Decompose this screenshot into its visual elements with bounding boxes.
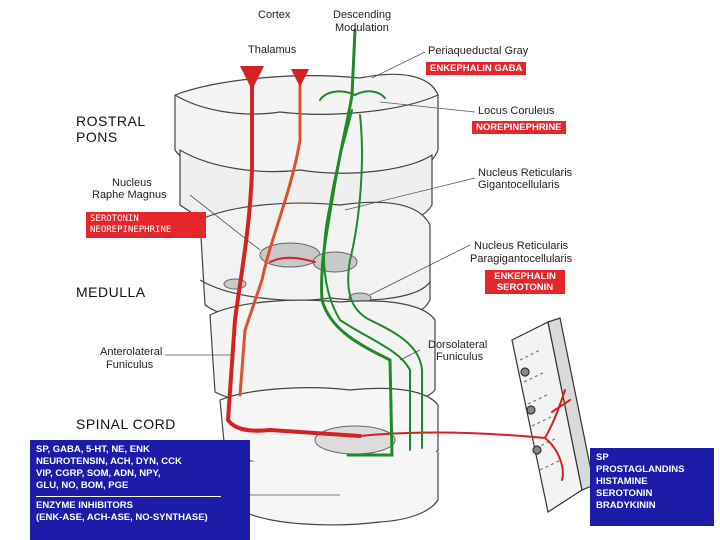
label-rostral: ROSTRAL [76, 113, 146, 129]
tag-nrp-line-1: ENKEPHALIN [494, 271, 556, 282]
label-nucleus-reticularis-g: Nucleus Reticularis [478, 167, 573, 179]
tag-raphe-line-1: SEROTONIN [90, 214, 139, 224]
neurotransmitter-list-box: SP, GABA, 5-HT, NE, ENK NEUROTENSIN, ACH… [30, 440, 250, 540]
nt-divider [36, 496, 221, 497]
pm-line-2: PROSTAGLANDINS [596, 464, 685, 475]
label-descending: Descending [333, 9, 392, 21]
spinal-cord-section [219, 387, 439, 526]
nt-line-3: VIP, CGRP, SOM, ADN, NPY, [36, 468, 161, 479]
dorsal-horn [314, 425, 396, 455]
medulla-gray-spot-left [223, 278, 247, 290]
skin-tissue-block [511, 317, 595, 513]
label-cortex: Cortex [258, 9, 291, 21]
tag-nrp: ENKEPHALIN SEROTONIN [485, 270, 565, 294]
nt-line-2: NEUROTENSIN, ACH, DYN, CCK [36, 456, 182, 467]
label-nucleus-reticularis-p: Nucleus Reticularis [474, 240, 569, 252]
label-gigantocellularis: Gigantocellularis [478, 179, 560, 191]
label-thalamus: Thalamus [248, 44, 297, 56]
label-medulla: MEDULLA [76, 284, 146, 300]
label-nucleus: Nucleus [112, 177, 152, 189]
label-paragigantocellularis: Paragigantocellularis [470, 253, 573, 265]
label-anterolateral-funiculus: Funiculus [106, 359, 154, 371]
tag-norepinephrine: NOREPINEPHRINE [472, 121, 566, 134]
label-raphe-magnus: Raphe Magnus [92, 189, 167, 201]
nt-line-5: ENZYME INHIBITORS [36, 500, 133, 511]
tag-raphe-serotonin: SEROTONIN NEOREPINEPHRINE [86, 212, 206, 238]
label-dorsolateral-funiculus: Funiculus [436, 351, 484, 363]
tag-enkephalin-gaba: ENKEPHALIN GABA [426, 62, 527, 75]
pm-line-3: HISTAMINE [596, 476, 648, 487]
nt-line-4: GLU, NO, BOM, PGE [36, 480, 129, 491]
label-anterolateral: Anterolateral [100, 346, 163, 358]
label-modulation: Modulation [335, 22, 389, 34]
peripheral-mediators-box: SP PROSTAGLANDINS HISTAMINE SEROTONIN BR… [590, 448, 714, 526]
label-locus-coruleus: Locus Coruleus [478, 105, 555, 117]
pm-line-5: BRADYKININ [596, 500, 656, 511]
label-spinal-cord: SPINAL CORD [76, 416, 176, 432]
nt-line-1: SP, GABA, 5-HT, NE, ENK [36, 444, 150, 455]
tag-nrp-line-2: SEROTONIN [496, 282, 554, 293]
pm-line-4: SEROTONIN [596, 488, 653, 499]
label-periaqueductal-gray: Periaqueductal Gray [428, 45, 529, 57]
nt-line-6: (ENK-ASE, ACH-ASE, NO-SYNTHASE) [36, 512, 208, 523]
pm-line-1: SP [596, 452, 609, 463]
label-dorsolateral: Dorsolateral [428, 339, 488, 351]
tag-raphe-line-2: NEOREPINEPHRINE [90, 225, 172, 235]
descending-pathways [319, 28, 423, 457]
label-pons: PONS [76, 129, 118, 145]
